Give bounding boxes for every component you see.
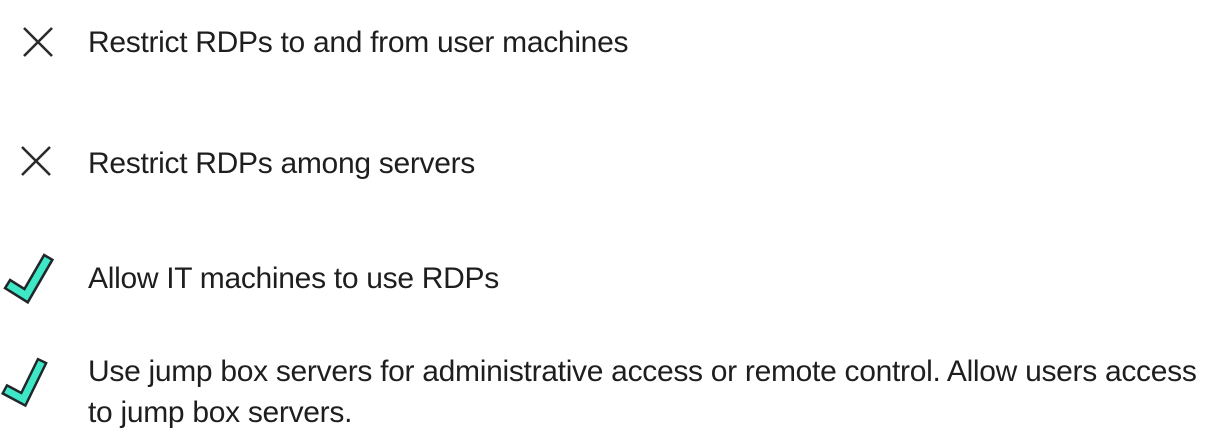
list-item-text: Restrict RDPs to and from user machines (88, 26, 629, 59)
list-item: Restrict RDPs to and from user machines (0, 22, 1210, 63)
list-item-text: Allow IT machines to use RDPs (88, 262, 499, 295)
check-icon (0, 252, 60, 308)
list-item: Restrict RDPs among servers (0, 143, 1210, 184)
list-item: Allow IT machines to use RDPs (0, 253, 1210, 305)
x-icon (23, 27, 53, 57)
list-item-text: Use jump box servers for administrative … (88, 355, 1197, 429)
list-item-text: Restrict RDPs among servers (88, 147, 475, 180)
check-icon (0, 356, 56, 412)
x-icon (21, 146, 51, 176)
list-item: Use jump box servers for administrative … (0, 351, 1210, 433)
